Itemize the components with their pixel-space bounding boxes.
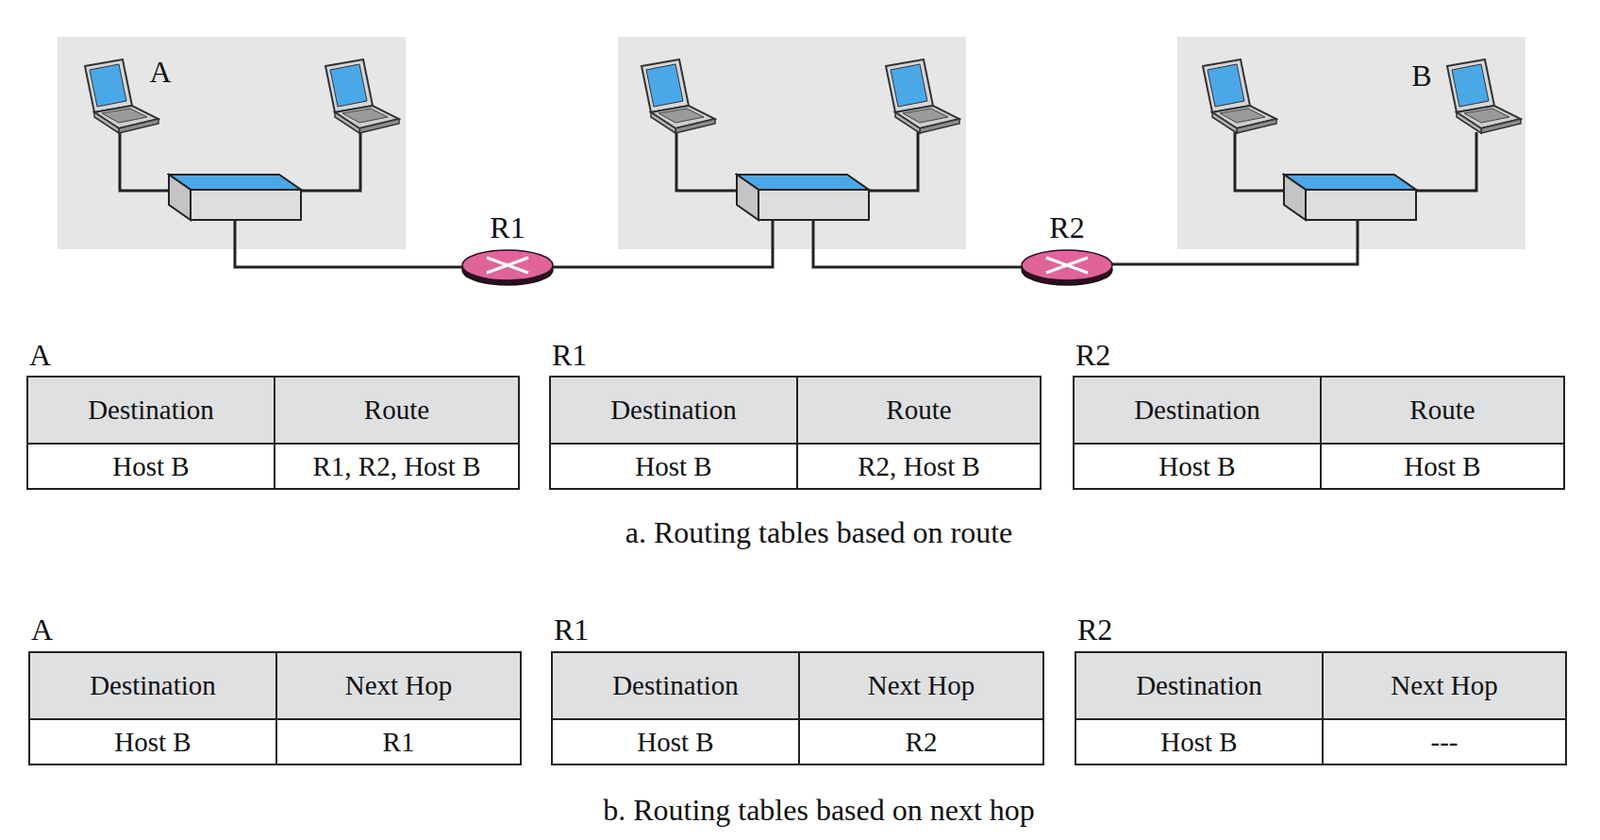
router-label: R1 bbox=[489, 210, 525, 246]
table-header: Route bbox=[796, 375, 1042, 445]
table-cell: Host B bbox=[26, 442, 276, 490]
table-cell: R1 bbox=[275, 717, 522, 766]
table-cell: --- bbox=[1321, 717, 1567, 766]
router-cross bbox=[486, 257, 529, 273]
table-title: R2 bbox=[1075, 337, 1111, 373]
table-title: A bbox=[29, 337, 51, 373]
table-title: R1 bbox=[551, 337, 587, 373]
router-cross bbox=[1046, 257, 1088, 273]
table-header: Destination bbox=[1072, 375, 1322, 445]
laptop bbox=[885, 59, 960, 134]
table-header: Destination bbox=[1074, 650, 1324, 720]
table-header: Next Hop bbox=[275, 650, 522, 720]
table-header: Route bbox=[1319, 375, 1566, 445]
router-symbol bbox=[1015, 245, 1119, 289]
laptop bbox=[1447, 59, 1521, 134]
laptop bbox=[84, 59, 159, 134]
table-header: Destination bbox=[549, 375, 799, 445]
table-caption: b. Routing tables based on next hop bbox=[602, 792, 1035, 828]
table-cell: Host B bbox=[1319, 442, 1566, 490]
table-cell: R2 bbox=[798, 717, 1045, 766]
host-label: A bbox=[149, 54, 171, 90]
table-cell: Host B bbox=[1072, 442, 1322, 490]
table-caption: a. Routing tables based on route bbox=[625, 515, 1014, 550]
table-cell: Host B bbox=[1074, 717, 1324, 766]
laptop bbox=[325, 59, 400, 134]
router-symbol bbox=[455, 245, 560, 289]
table-header: Destination bbox=[28, 650, 278, 720]
lan-panel bbox=[617, 36, 967, 250]
lan-panel bbox=[57, 36, 406, 250]
table-cell: Host B bbox=[550, 717, 800, 766]
table-header: Route bbox=[273, 375, 520, 445]
router-cross bbox=[1046, 257, 1088, 273]
table-title: A bbox=[31, 612, 53, 648]
table-title: R1 bbox=[553, 612, 589, 648]
table-cell: Host B bbox=[28, 717, 278, 766]
table-header: Next Hop bbox=[1321, 650, 1567, 720]
lan-panel bbox=[1177, 36, 1526, 250]
router: R2 bbox=[1015, 210, 1119, 289]
laptop bbox=[641, 59, 716, 134]
host-label: B bbox=[1411, 58, 1432, 94]
table-cell: R2, Host B bbox=[796, 442, 1042, 490]
table-header: Destination bbox=[26, 375, 276, 445]
router-top bbox=[462, 250, 553, 281]
router-cross bbox=[486, 257, 529, 273]
wires bbox=[119, 132, 1477, 267]
table-header: Destination bbox=[550, 650, 800, 720]
table-cell: Host B bbox=[549, 442, 799, 490]
table-cell: R1, R2, Host B bbox=[273, 442, 520, 490]
switch bbox=[736, 174, 869, 220]
laptop bbox=[1202, 59, 1277, 134]
table-title: R2 bbox=[1077, 612, 1113, 648]
switch bbox=[168, 174, 301, 220]
switch bbox=[1283, 174, 1417, 220]
table-header: Next Hop bbox=[798, 650, 1045, 720]
router: R1 bbox=[455, 210, 560, 289]
router-label: R2 bbox=[1049, 210, 1084, 246]
router-top bbox=[1021, 250, 1113, 281]
